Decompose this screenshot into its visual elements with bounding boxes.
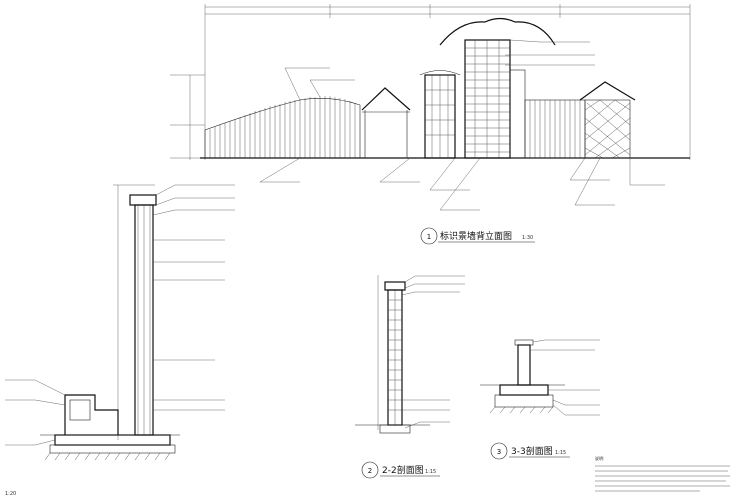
- drawing-1-title-text: 标识景墙背立面图: [440, 230, 512, 242]
- elevation-drawing: 1 标识景墙背立面图 1:30: [170, 4, 691, 245]
- drawing-4-title: 3 3-3剖面图 1:15: [490, 442, 570, 460]
- section-4-leaders: [530, 339, 600, 416]
- drawing-4-title-text: 3-3剖面图: [511, 445, 553, 457]
- drawing-1-scale: 1:30: [522, 235, 533, 241]
- drawing-4-number: 3: [497, 448, 501, 456]
- slatted-fence-right: [524, 99, 586, 159]
- drawing-2-scale: 1:20: [5, 491, 16, 497]
- diamond-lattice-pavilion: [579, 81, 636, 159]
- elevation-left-levels: [170, 74, 205, 160]
- section-2-drawing: [5, 184, 235, 461]
- drawing-2-title: 1:20: [5, 491, 16, 497]
- slatted-fence-left: [204, 96, 361, 158]
- section-2-leaders: [5, 184, 235, 446]
- design-notes: 说明:: [595, 455, 730, 492]
- drawing-3-number: 2: [368, 467, 372, 475]
- section-3-leaders: [401, 275, 465, 429]
- section-3-drawing: 2 2-2剖面图 1:15: [355, 275, 465, 479]
- drawing-1-title: 1 标识景墙背立面图 1:30: [420, 227, 535, 245]
- notes-text-lines: [595, 465, 730, 492]
- section-4-drawing: 3 3-3剖面图 1:15: [480, 339, 600, 460]
- notes-heading: 说明:: [595, 455, 604, 461]
- elevation-leaders: [259, 39, 665, 211]
- drawing-3-title: 2 2-2剖面图 1:15: [361, 461, 440, 479]
- main-brick-tower: [439, 17, 556, 159]
- elevation-top-dimensions: [204, 4, 691, 160]
- drawing-3-scale: 1:15: [425, 469, 436, 475]
- small-gable-pavilion: [361, 87, 411, 158]
- lattice-pillar: [419, 70, 461, 159]
- drawing-3-title-text: 2-2剖面图: [382, 464, 424, 476]
- drawing-1-number: 1: [427, 233, 431, 241]
- drawing-4-scale: 1:15: [555, 450, 566, 456]
